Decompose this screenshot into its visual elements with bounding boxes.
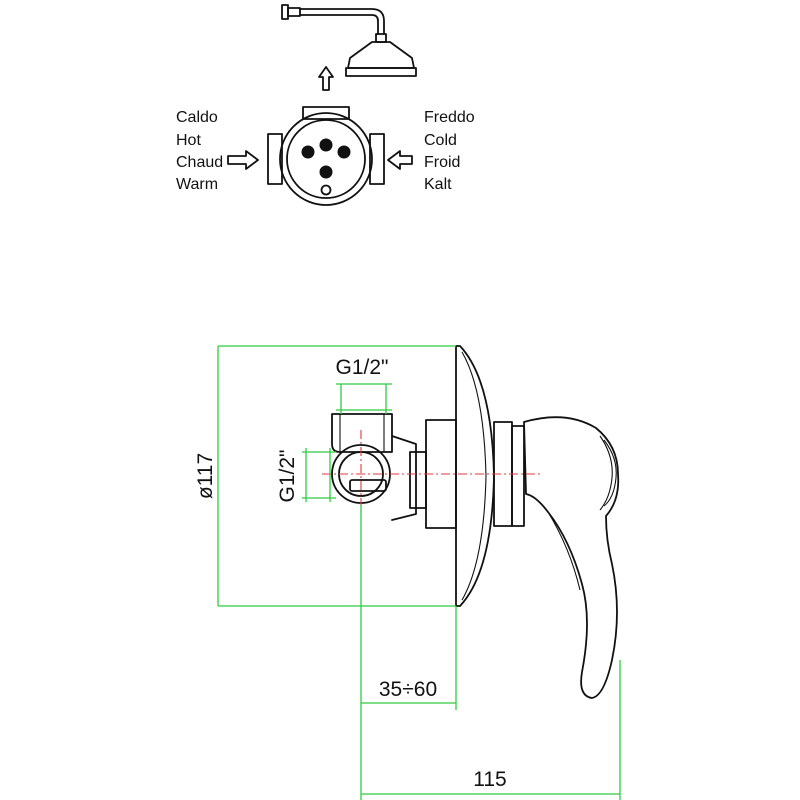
cold-label-fr: Froid xyxy=(424,154,460,171)
mixer-body-front-icon xyxy=(267,106,385,206)
cold-label-it: Freddo xyxy=(424,109,475,126)
dimension-lines xyxy=(217,345,621,800)
hot-label-it: Caldo xyxy=(176,109,218,126)
hot-inlet-arrow-icon xyxy=(227,150,259,170)
cold-label-de: Kalt xyxy=(424,176,452,193)
hot-inlet-labels: Caldo Hot Chaud Warm xyxy=(176,109,223,193)
overall-depth-label: 115 xyxy=(473,768,506,791)
inlet-thread-label: G1/2" xyxy=(276,450,299,503)
hot-label-fr: Chaud xyxy=(176,154,223,171)
cold-inlet-arrow-icon xyxy=(387,150,413,170)
hot-label-en: Hot xyxy=(176,132,201,149)
outlet-arrow-icon xyxy=(318,66,334,91)
outlet-thread-label: G1/2" xyxy=(336,356,389,379)
flange-diameter-label: ø117 xyxy=(194,453,217,499)
concealed-valve-body xyxy=(331,413,427,521)
mixer-side-view: ø117 G1/2" G1/2" 35÷60 115 xyxy=(194,345,621,800)
lever-handle xyxy=(523,416,620,699)
cold-inlet-labels: Freddo Cold Froid Kalt xyxy=(424,109,475,193)
shower-head-icon xyxy=(281,4,417,77)
hot-label-de: Warm xyxy=(176,176,218,193)
wall-depth-label: 35÷60 xyxy=(379,678,437,701)
cold-label-en: Cold xyxy=(424,132,457,149)
flow-schematic: Caldo Hot Chaud Warm Freddo Cold Froid K… xyxy=(176,4,475,206)
